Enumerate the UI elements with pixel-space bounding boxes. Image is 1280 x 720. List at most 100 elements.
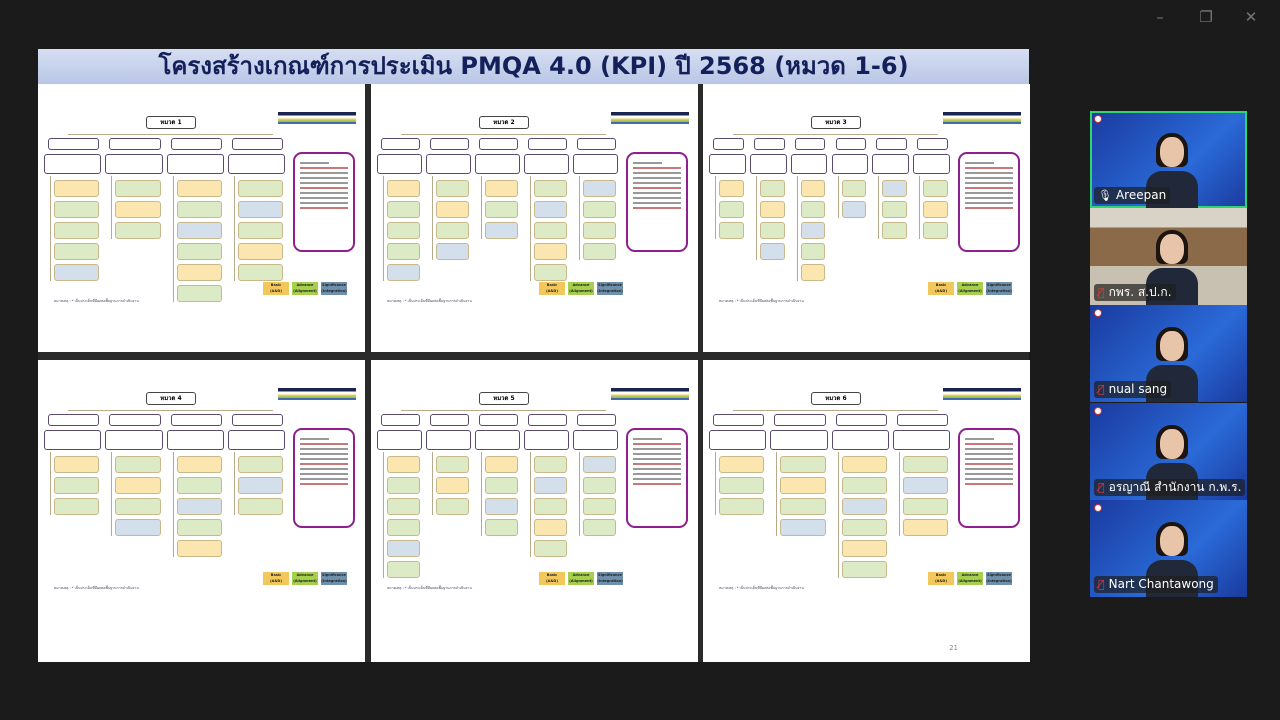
summary-text-line xyxy=(300,468,348,470)
summary-text-line xyxy=(300,478,348,480)
org-banner xyxy=(1094,406,1243,415)
legend-advance: Advance(Alignment) xyxy=(568,572,594,585)
legend: Basic(A&D)Advance(Alignment)Significance… xyxy=(928,282,1012,295)
participant-name: Areepan xyxy=(1115,188,1167,202)
connector xyxy=(68,134,273,135)
legend-basic: Basic(A&D) xyxy=(928,572,954,585)
rating-scale xyxy=(611,388,689,400)
minimize-icon[interactable]: – xyxy=(1156,8,1164,26)
indicator-box xyxy=(841,456,887,473)
summary-text-line xyxy=(965,468,1013,470)
connector xyxy=(579,452,580,536)
indicator-box xyxy=(800,222,826,239)
connector xyxy=(172,452,174,557)
subcategory-box xyxy=(105,430,163,450)
indicator-box xyxy=(841,477,887,494)
footnote: หมายเหตุ : * เป็นประเด็นที่มีผลต่อพื้นฐา… xyxy=(54,299,139,303)
indicator-box xyxy=(923,201,948,218)
summary-text-line xyxy=(965,172,1013,174)
summary-text-line xyxy=(965,187,1013,189)
indicator-box xyxy=(534,201,567,218)
connector xyxy=(383,452,384,578)
legend-significance: Significance(Integration) xyxy=(597,572,623,585)
indicator-box xyxy=(759,180,785,197)
summary-text-line xyxy=(633,172,681,174)
restore-icon[interactable]: ❐ xyxy=(1199,8,1213,26)
connector xyxy=(68,410,273,411)
indicator-box xyxy=(583,180,616,197)
indicator-box xyxy=(759,243,785,260)
indicator-box xyxy=(115,456,161,473)
org-banner xyxy=(1094,309,1243,318)
indicator-box xyxy=(534,180,567,197)
subcategory-box xyxy=(709,430,767,450)
indicator-box xyxy=(176,201,222,218)
participant-tile[interactable]: 🎙̸อรญาณี สำนักงาน ก.พ.ร. xyxy=(1090,402,1247,500)
connector xyxy=(715,176,716,239)
legend-label: Significance xyxy=(322,573,346,577)
close-icon[interactable]: ✕ xyxy=(1244,8,1258,26)
face xyxy=(1160,331,1184,362)
indicator-box xyxy=(485,222,518,239)
participant-tile[interactable]: 🎙̸nual sang xyxy=(1090,305,1247,403)
org-banner xyxy=(1094,503,1243,512)
indicator-box xyxy=(54,243,100,260)
indicator-box xyxy=(176,222,222,239)
legend: Basic(A&D)Advance(Alignment)Significance… xyxy=(539,282,623,295)
indicator-box xyxy=(436,201,469,218)
category-box xyxy=(794,138,826,150)
legend-label: Significance xyxy=(322,283,346,287)
indicator-box xyxy=(583,519,616,536)
category-box xyxy=(713,414,765,426)
rating-scale xyxy=(278,388,356,400)
indicator-box xyxy=(115,222,161,239)
category-box xyxy=(528,414,567,426)
org-banner xyxy=(1094,115,1243,123)
indicator-box xyxy=(176,180,222,197)
indicator-box xyxy=(436,180,469,197)
participant-tile[interactable]: 🎙̸Nart Chantawong xyxy=(1090,499,1247,597)
footnote: หมายเหตุ : * เป็นประเด็นที่มีผลต่อพื้นฐา… xyxy=(387,586,472,590)
indicator-box xyxy=(387,180,420,197)
summary-text-line xyxy=(633,458,681,460)
indicator-box xyxy=(583,456,616,473)
indicator-box xyxy=(841,201,867,218)
legend-advance: Advance(Alignment) xyxy=(957,572,983,585)
legend-label: Basic xyxy=(546,573,558,577)
summary-text-line xyxy=(965,192,1013,194)
indicator-box xyxy=(534,456,567,473)
connector xyxy=(796,176,798,281)
summary-text-line xyxy=(300,458,348,460)
summary-text-line xyxy=(300,202,348,204)
indicator-box xyxy=(237,243,283,260)
participant-video xyxy=(1146,230,1198,306)
participant-tile[interactable]: 🎙Areepan xyxy=(1090,111,1247,208)
mic-icon: 🎙 xyxy=(1098,189,1112,202)
legend-sublabel: (Alignment) xyxy=(569,579,593,583)
footnote: หมายเหตุ : * เป็นประเด็นที่มีผลต่อพื้นฐา… xyxy=(719,299,804,303)
summary-text-line xyxy=(965,458,1013,460)
indicator-box xyxy=(436,477,469,494)
indicator-box xyxy=(485,477,518,494)
legend-significance: Significance(Integration) xyxy=(597,282,623,295)
indicator-box xyxy=(237,180,283,197)
indicator-box xyxy=(176,285,222,302)
summary-text-line xyxy=(965,473,1013,475)
panel-title: หมวด 6 xyxy=(811,392,861,405)
participant-tile[interactable]: 🎙̸กพร. ส.ป.ก. xyxy=(1090,208,1247,306)
legend-sublabel: (Alignment) xyxy=(958,289,982,293)
indicator-box xyxy=(780,456,826,473)
subcategory-box xyxy=(227,154,285,174)
summary-text-line xyxy=(633,202,681,204)
category-box xyxy=(381,138,420,150)
category-box xyxy=(231,414,283,426)
summary-text-line xyxy=(965,448,1013,450)
category-box xyxy=(430,414,469,426)
category-box xyxy=(48,414,100,426)
category-box xyxy=(835,138,867,150)
rating-scale xyxy=(943,112,1021,124)
subcategory-box xyxy=(790,154,828,174)
subcategory-box xyxy=(831,154,869,174)
